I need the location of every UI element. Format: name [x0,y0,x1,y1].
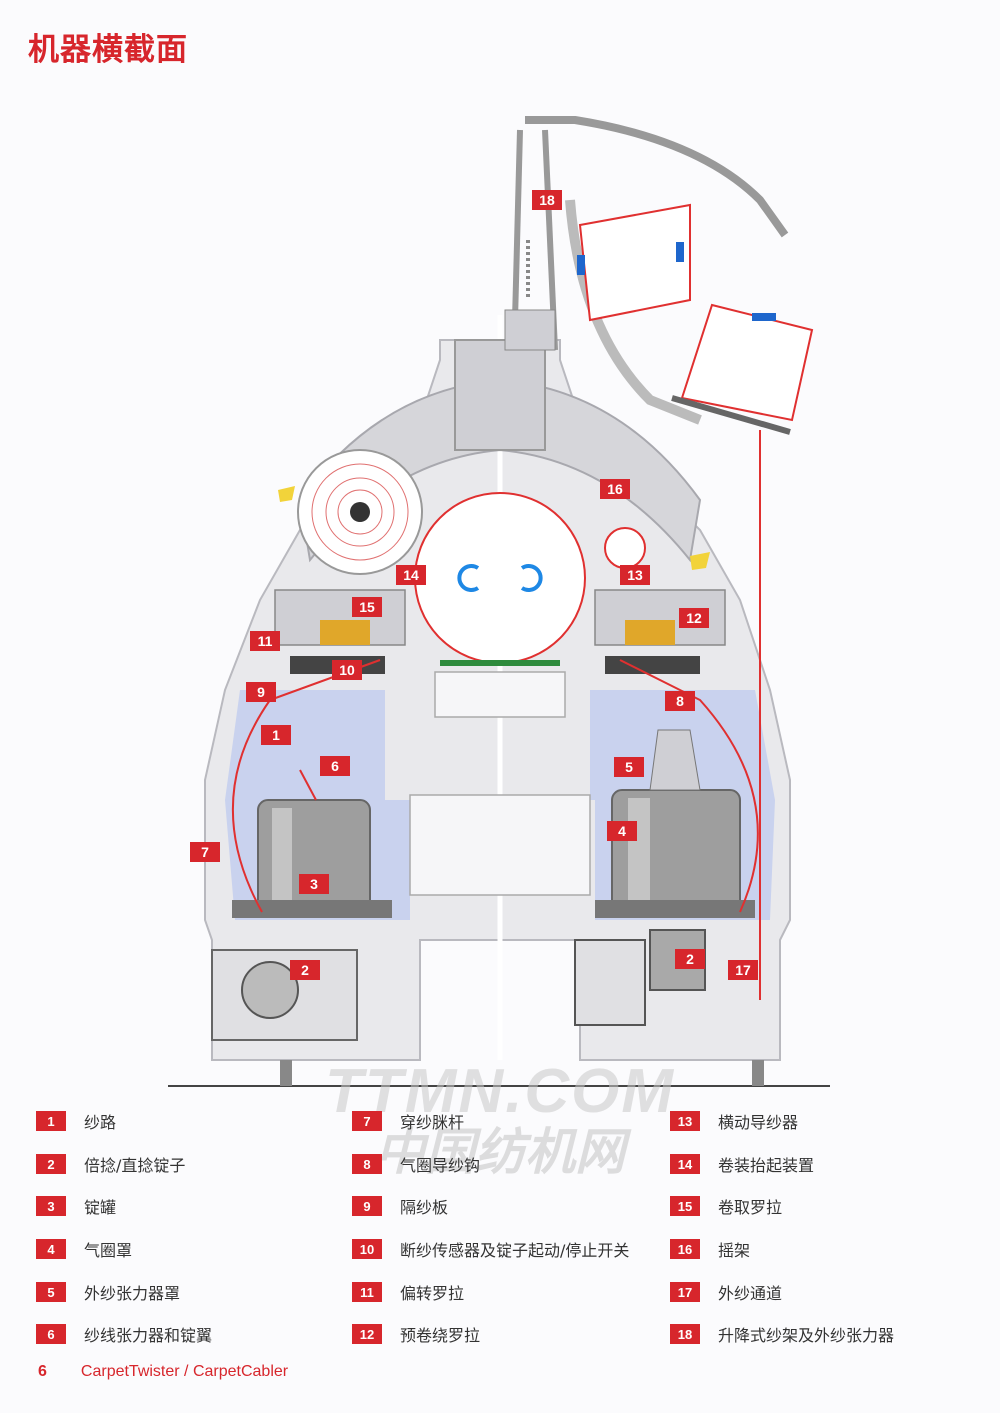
svg-text:13: 13 [627,567,643,583]
marker-16: 16 [600,479,630,499]
svg-text:11: 11 [258,633,273,649]
marker-7: 7 [190,842,220,862]
page-title: 机器横截面 [28,32,188,68]
svg-text:14: 14 [403,567,419,583]
marker-4: 4 [607,821,637,841]
marker-3: 3 [299,874,329,894]
svg-text:17: 17 [735,962,751,978]
footer-product-names: CarpetTwister / CarpetCabler [80,1363,289,1380]
marker-14: 14 [396,565,426,585]
marker-11: 11 [250,631,280,651]
marker-15: 15 [352,597,382,617]
svg-text:1: 1 [272,727,280,743]
marker-6: 6 [320,756,350,776]
marker-1: 1 [261,725,291,745]
marker-2: 2 [290,960,320,980]
svg-text:15: 15 [359,599,375,615]
svg-text:2: 2 [686,951,694,967]
page-footer: 6 CarpetTwister / CarpetCabler [38,1363,288,1381]
marker-2-right: 2 [675,949,705,969]
svg-text:9: 9 [257,684,265,700]
marker-8: 8 [665,691,695,711]
marker-12: 12 [679,608,709,628]
svg-text:7: 7 [201,844,209,860]
marker-5: 5 [614,757,644,777]
svg-text:12: 12 [686,610,702,626]
marker-13: 13 [620,565,650,585]
svg-text:3: 3 [310,876,318,892]
svg-text:10: 10 [339,662,355,678]
svg-text:4: 4 [618,823,626,839]
machine-cross-section-diagram: 18 16 14 13 15 12 11 10 9 8 1 6 5 4 7 3 … [168,116,830,1087]
marker-10: 10 [332,660,362,680]
svg-text:8: 8 [676,693,684,709]
page-number: 6 [38,1363,47,1380]
svg-text:5: 5 [625,759,633,775]
svg-text:18: 18 [539,192,555,208]
marker-18: 18 [532,190,562,210]
marker-17: 17 [728,960,758,980]
svg-text:6: 6 [331,758,339,774]
svg-text:2: 2 [301,962,309,978]
svg-text:16: 16 [607,481,623,497]
marker-9: 9 [246,682,276,702]
